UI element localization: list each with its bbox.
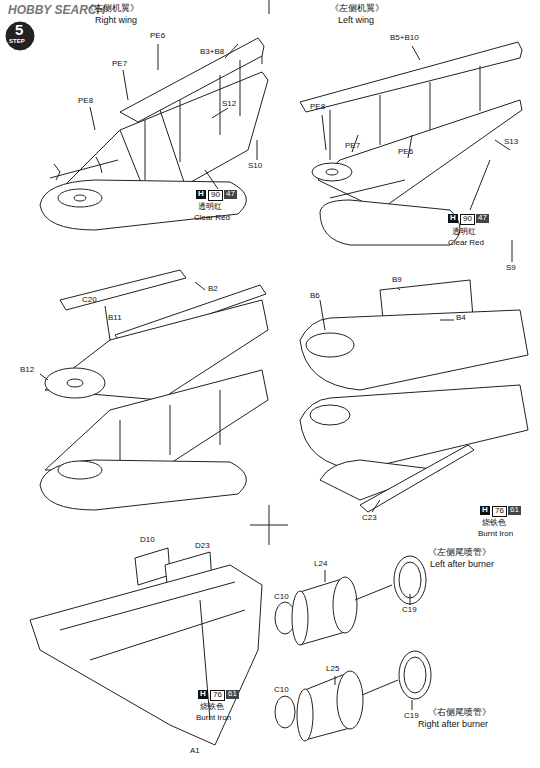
part-label: 透明红 (452, 228, 476, 237)
part-label: S12 (222, 100, 236, 109)
part-label: 《右侧机翼》 (85, 4, 139, 14)
part-label: 76 (210, 690, 225, 701)
part-label: C19 (404, 712, 419, 721)
part-label: C10 (274, 686, 289, 695)
part-label: 《右侧尾喷管》 (428, 708, 491, 718)
part-label: PE6 (398, 148, 413, 157)
part-label: PE6 (150, 32, 165, 41)
part-label: 烧铁色 (200, 703, 224, 712)
part-label: 烧铁色 (482, 519, 506, 528)
part-label: 76 (492, 506, 507, 517)
part-label: 《左侧尾喷管》 (428, 548, 491, 558)
part-label: L25 (326, 665, 339, 674)
part-label: Right after burner (418, 720, 488, 730)
part-label: S13 (504, 138, 518, 147)
part-label: 90 (208, 190, 223, 201)
part-label: D23 (195, 542, 210, 551)
part-label: PE8 (310, 103, 325, 112)
part-label: 5 (15, 22, 23, 39)
part-label: Left wing (338, 16, 374, 26)
part-label: 61 (508, 506, 521, 515)
part-label: B9 (392, 276, 402, 285)
part-label: S9 (506, 264, 516, 273)
part-label: H (196, 190, 206, 199)
part-label: 47 (224, 190, 237, 199)
part-label: Burnt Iron (196, 714, 231, 723)
part-label: C23 (362, 514, 377, 523)
part-label: S10 (248, 162, 262, 171)
part-label: H (198, 690, 208, 699)
part-label: C19 (402, 606, 417, 615)
part-label: B4 (456, 314, 466, 323)
part-label: 47 (476, 214, 489, 223)
part-label: Clear Red (448, 239, 484, 248)
part-label: B12 (20, 366, 34, 375)
part-label: Right wing (95, 16, 137, 26)
part-label: C20 (82, 296, 97, 305)
part-label: D10 (140, 536, 155, 545)
part-label: C10 (274, 593, 289, 602)
part-label: B11 (108, 314, 122, 323)
part-label: Left after burner (430, 560, 494, 570)
part-label: H (448, 214, 458, 223)
part-label: B3+B8 (200, 48, 224, 57)
part-label: Burnt Iron (478, 530, 513, 539)
part-label: A1 (190, 747, 200, 756)
part-label: PE7 (345, 142, 360, 151)
part-label: 90 (460, 214, 475, 225)
part-label: PE8 (78, 97, 93, 106)
part-label: 61 (226, 690, 239, 699)
part-label: L24 (314, 560, 327, 569)
part-label: B5+B10 (390, 34, 419, 43)
part-label: STEP (9, 38, 25, 45)
part-label: Clear Red (194, 214, 230, 223)
part-label: 透明红 (198, 203, 222, 212)
part-label: 《左侧机翼》 (330, 4, 384, 14)
part-label: H (480, 506, 490, 515)
part-label: B6 (310, 292, 320, 301)
part-label: PE7 (112, 60, 127, 69)
part-label: B2 (208, 285, 218, 294)
